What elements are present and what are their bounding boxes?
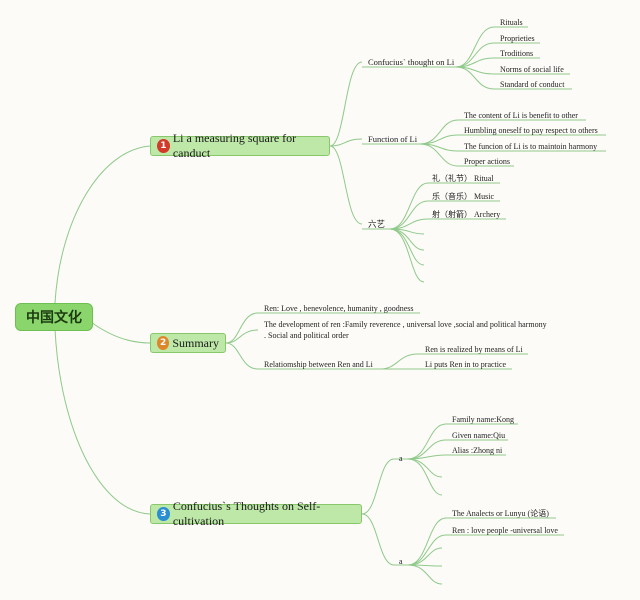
leaf-funcion[interactable]: The funcion of Li is to maintoin harmony: [464, 142, 598, 151]
branch-summary-label: Summary: [172, 335, 219, 350]
branch-li-node[interactable]: 1 Li a measuring square for canduct: [150, 131, 330, 160]
leaf-ren-realized[interactable]: Ren is realized by means of Li: [425, 345, 523, 354]
summary-ren-development[interactable]: The development of ren :Family reverence…: [264, 320, 547, 329]
leaf-ren-love-people[interactable]: Ren : love people -universal love: [452, 526, 558, 535]
leaf-family-name[interactable]: Family name:Kong: [452, 415, 514, 424]
leaf-alias[interactable]: Alias :Zhong ni: [452, 446, 503, 455]
number-badge-3: 3: [157, 507, 170, 521]
leaf-standard[interactable]: Standard of conduct: [500, 80, 565, 89]
summary-ren-definition[interactable]: Ren: Love , benevolence, humanity , good…: [264, 304, 414, 313]
branch-self-cultivation-label: Confucius`s Thoughts on Self-cultivation: [172, 499, 321, 528]
leaf-analects[interactable]: The Analects or Lunyu (论语): [452, 509, 549, 518]
leaf-ritual[interactable]: 礼（礼节） Ritual: [432, 174, 494, 183]
leaf-proprieties[interactable]: Proprieties: [500, 34, 535, 43]
leaf-li-puts-ren[interactable]: Li puts Ren in to practice: [425, 360, 507, 369]
leaf-music[interactable]: 乐（音乐） Music: [432, 192, 494, 201]
branch-li-label: Li a measuring square for canduct: [172, 131, 297, 160]
branch-self-cultivation-node[interactable]: 3 Confucius`s Thoughts on Self-cultivati…: [150, 499, 362, 528]
group-six-arts[interactable]: 六艺: [368, 219, 386, 229]
number-badge-1: 1: [157, 139, 170, 153]
leaf-troditions[interactable]: Troditions: [500, 49, 534, 58]
leaf-content-of-li[interactable]: The content of Li is benefit to other: [464, 111, 578, 120]
leaf-rituals[interactable]: Rituals: [500, 18, 523, 27]
root-node[interactable]: 中国文化: [15, 303, 93, 331]
leaf-proper-actions[interactable]: Proper actions: [464, 157, 510, 166]
number-badge-2: 2: [157, 336, 170, 350]
leaf-archery[interactable]: 射（射箭） Archery: [432, 210, 501, 219]
leaf-humbling[interactable]: Humbling oneself to pay respect to other…: [464, 126, 598, 135]
group-a-biography[interactable]: a: [399, 454, 403, 463]
summary-social-order[interactable]: . Social and political order: [264, 331, 349, 340]
group-confucius-thought[interactable]: Confucius` thought on Li: [368, 57, 455, 67]
group-a-works[interactable]: a: [399, 557, 403, 566]
branch-summary-node[interactable]: 2 Summary: [150, 333, 226, 353]
leaf-norms[interactable]: Norms of social life: [500, 65, 564, 74]
group-ren-li-relationship[interactable]: Relatiomship between Ren and Li: [264, 360, 373, 369]
leaf-given-name[interactable]: Given name:Qiu: [452, 431, 506, 440]
group-function-of-li[interactable]: Function of Li: [368, 134, 418, 144]
